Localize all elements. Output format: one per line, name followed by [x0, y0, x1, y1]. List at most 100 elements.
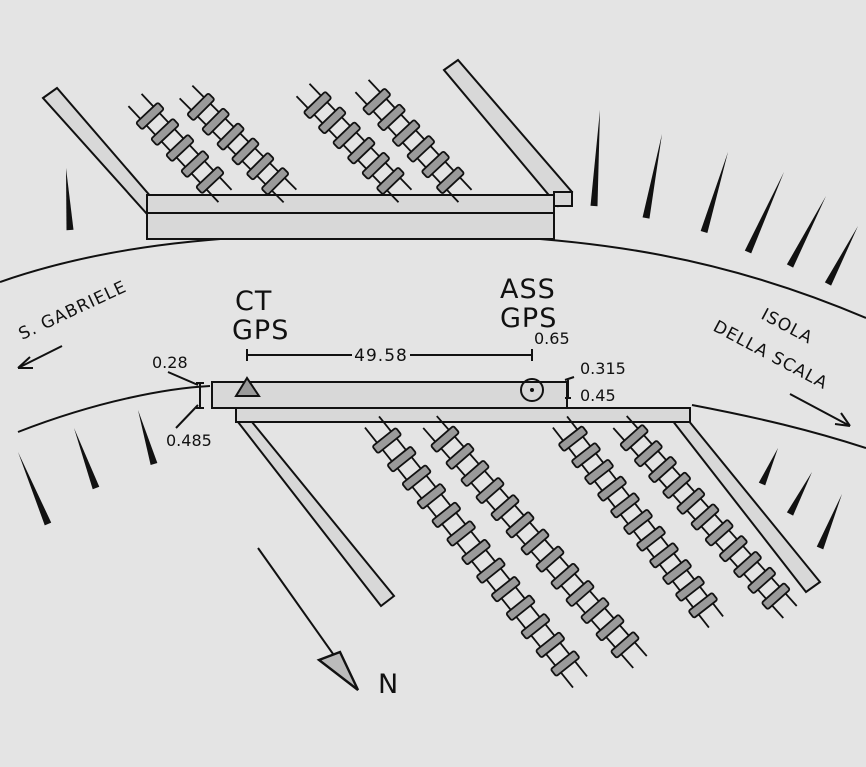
sleeper [535, 631, 565, 658]
slope-mark [66, 168, 74, 231]
slope-mark [590, 110, 600, 207]
sleeper [597, 475, 627, 502]
ass-circle-center [530, 388, 534, 392]
sleeper [690, 503, 720, 531]
sleeper [387, 446, 417, 473]
left-upper-leader [167, 371, 199, 386]
upper-deck-top [146, 194, 555, 214]
ass-offset-dimension: 0.65 [534, 329, 570, 348]
sleeper [377, 103, 406, 132]
sleeper [461, 539, 491, 565]
sleeper [610, 492, 640, 519]
upper-bridge [41, 58, 574, 240]
ct-label-line2: GPS [232, 315, 289, 346]
ass-circle-marker-icon [520, 378, 544, 402]
upper-deck-end [553, 191, 573, 207]
sleeper [584, 459, 614, 485]
sleeper [634, 440, 663, 468]
sleeper [186, 92, 215, 121]
slope-mark [138, 410, 158, 465]
sleeper [619, 424, 649, 452]
sleeper [675, 575, 705, 602]
sleeper [505, 511, 535, 539]
sleeper [719, 535, 748, 563]
slope-mark [786, 472, 812, 516]
lower-riverbank [17, 385, 866, 449]
upper-track-2 [178, 84, 298, 204]
sleeper [535, 545, 565, 573]
sleeper [565, 580, 595, 607]
lower-track-3 [552, 415, 724, 629]
sleeper [347, 136, 376, 165]
sleeper [571, 442, 601, 469]
sleeper [649, 542, 679, 569]
north-label: N [378, 669, 399, 700]
sleeper [761, 582, 791, 610]
upper-track-3 [295, 83, 413, 203]
sleeper [303, 91, 332, 119]
slope-mark [18, 452, 52, 526]
ass-label-line2: GPS [500, 303, 557, 334]
sleeper [231, 137, 260, 166]
sleeper [490, 494, 520, 522]
sleeper [246, 152, 275, 181]
lower-track-2 [422, 415, 648, 669]
sleeper [436, 166, 465, 194]
upper-track-1 [127, 93, 233, 203]
slope-marks [18, 110, 858, 550]
lower-track-1 [364, 415, 588, 689]
sleeper [392, 119, 421, 147]
sleeper [662, 559, 692, 585]
sleeper [135, 102, 165, 130]
sleeper [431, 501, 461, 528]
sleeper [318, 106, 347, 135]
sleeper [747, 566, 776, 594]
lower-left-wing [235, 421, 396, 608]
sleeper [376, 167, 405, 195]
ass-label-line1: ASS [500, 274, 556, 305]
sleeper [676, 487, 706, 515]
sleeper [550, 562, 580, 590]
slope-mark [816, 494, 842, 550]
sleeper [430, 425, 460, 453]
upper-deck-bottom [146, 212, 555, 240]
left-lower-dimension: 0.485 [166, 431, 212, 450]
sleeper [688, 592, 718, 619]
upper-riverbank [0, 232, 866, 319]
left-upper-dimension: 0.28 [152, 353, 188, 372]
sleeper [520, 613, 551, 640]
sleeper [150, 118, 180, 146]
sleeper [580, 597, 610, 624]
sleeper [610, 631, 640, 659]
sleeper [362, 88, 391, 116]
right-lower-dimension: 0.45 [580, 386, 616, 405]
upper-left-wing [41, 86, 160, 216]
sleeper [180, 150, 210, 178]
ct-triangle-marker-icon [234, 376, 261, 397]
ct-label-line1: CT [235, 286, 272, 317]
lower-tracks [364, 415, 798, 689]
sleeper [491, 576, 521, 603]
upper-right-wing [442, 58, 574, 208]
lower-bridge [211, 381, 822, 608]
sleeper [406, 135, 435, 163]
sleeper [216, 122, 245, 151]
sleeper [201, 107, 230, 136]
sleeper [595, 614, 625, 642]
sleeper [505, 594, 536, 621]
right-direction-arrow-icon [789, 393, 851, 427]
sleeper [445, 442, 475, 470]
sleeper [372, 427, 402, 454]
sleeper [446, 520, 476, 547]
slope-mark [786, 196, 826, 268]
north-arrow-icon [257, 547, 360, 691]
lower-deck-top [211, 381, 568, 409]
left-direction-label: S. GABRIELE [16, 277, 130, 345]
upper-tracks [127, 79, 473, 204]
sleeper [662, 471, 691, 499]
sleeper [421, 150, 450, 179]
lower-deck-bottom [235, 407, 691, 423]
sleeper [648, 456, 677, 483]
sleeper [476, 557, 506, 584]
